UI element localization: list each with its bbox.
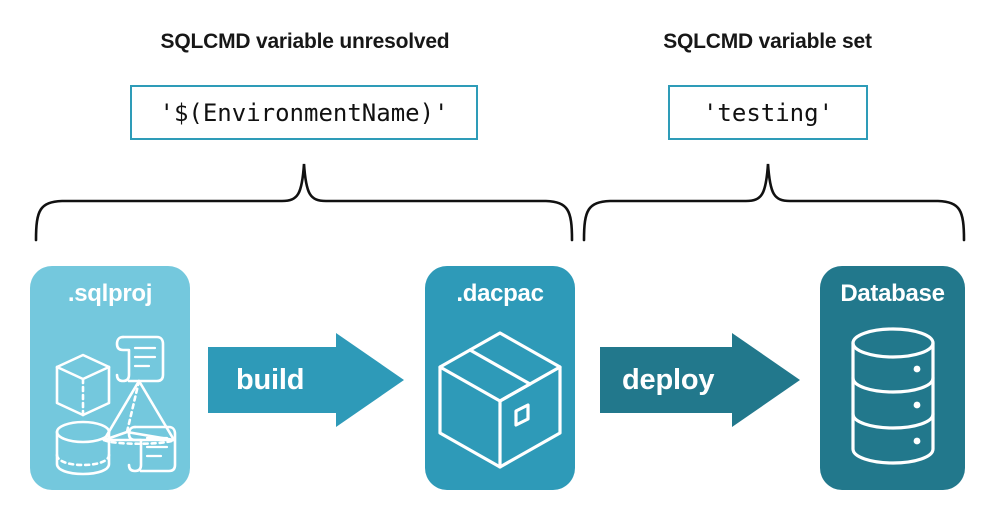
panel-dacpac-art — [425, 316, 575, 482]
brace-right-icon — [582, 163, 966, 242]
panel-sqlproj-art — [30, 316, 190, 482]
heading-sqlcmd-variable-set: SQLCMD variable set — [663, 30, 872, 53]
value-box-environment-name: '$(EnvironmentName)' — [130, 85, 478, 140]
brace-group — [34, 163, 966, 242]
pyramid-icon — [102, 379, 176, 446]
brace-left-icon — [34, 163, 574, 242]
scroll-icon — [115, 335, 165, 383]
panel-database-art — [820, 316, 965, 482]
arrow-build-icon — [208, 333, 404, 427]
arrow-deploy-icon — [600, 333, 800, 427]
panel-database-title: Database — [840, 280, 945, 307]
cylinder-icon — [55, 420, 111, 476]
panel-dacpac-title: .dacpac — [456, 280, 544, 307]
heading-sqlcmd-variable-unresolved: SQLCMD variable unresolved — [160, 30, 450, 53]
arrow-deploy: deploy — [600, 333, 800, 427]
cube-icon — [55, 353, 111, 417]
panel-database: Database — [820, 266, 965, 490]
scroll-icon — [127, 425, 177, 473]
database-cylinder-icon — [850, 327, 935, 465]
panel-dacpac: .dacpac — [425, 266, 575, 490]
package-box-icon — [438, 331, 562, 469]
panel-sqlproj: .sqlproj — [30, 266, 190, 490]
panel-sqlproj-title: .sqlproj — [67, 280, 153, 307]
value-box-testing: 'testing' — [668, 85, 868, 140]
arrow-build: build — [208, 333, 404, 427]
